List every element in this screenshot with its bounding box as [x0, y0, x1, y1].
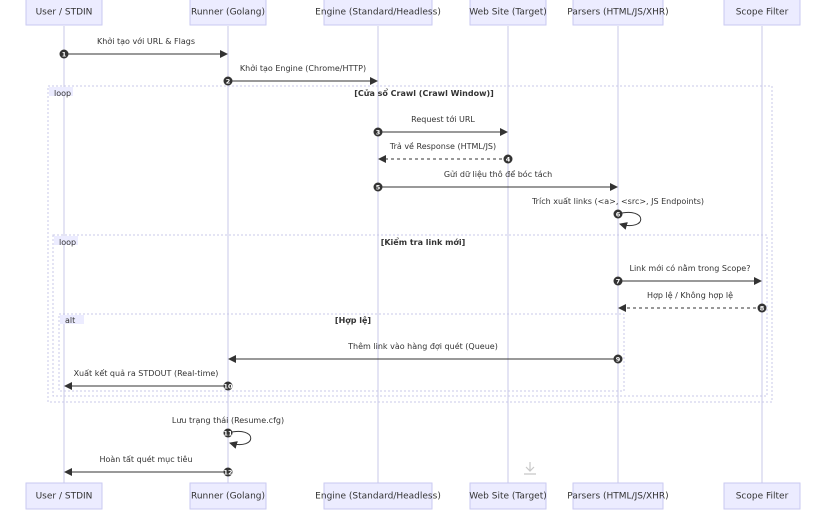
- actor-scope-top[interactable]: Scope Filter: [723, 0, 801, 26]
- actor-label: Web Site (Target): [469, 492, 547, 502]
- actor-label: User / STDIN: [36, 492, 93, 502]
- step-number: 3: [376, 128, 381, 136]
- step-number: 1: [62, 50, 67, 58]
- message-10: Xuất kết quả ra STDOUT (Real-time) 10: [64, 368, 233, 391]
- frame-loop-1: loop [Cửa sổ Crawl (Crawl Window)]: [47, 85, 773, 403]
- message-7: Link mới có nằm trong Scope? 7: [613, 263, 762, 286]
- step-number: 4: [506, 155, 511, 163]
- actor-engine-bottom[interactable]: Engine (Standard/Headless): [315, 482, 441, 510]
- step-number-badge: 3: [373, 127, 383, 137]
- step-number-badge: 4: [503, 154, 513, 164]
- message-label: Khởi tạo với URL & Flags: [97, 36, 195, 47]
- message-label: Khởi tạo Engine (Chrome/HTTP): [240, 63, 366, 74]
- frame-kind-label: alt: [65, 316, 75, 325]
- step-number: 2: [226, 77, 231, 85]
- actor-label: Parsers (HTML/JS/XHR): [567, 8, 668, 18]
- actor-label: Scope Filter: [736, 492, 789, 502]
- message-label: Thêm link vào hàng đợi quét (Queue): [347, 341, 498, 351]
- step-number: 12: [223, 468, 232, 476]
- message-arrow: [227, 431, 252, 449]
- message-label: Xuất kết quả ra STDOUT (Real-time): [74, 368, 219, 378]
- message-label: Trích xuất links (<a>, <src>, JS Endpoin…: [531, 196, 704, 206]
- frame-kind-label: loop: [59, 238, 76, 247]
- step-number: 10: [223, 382, 233, 390]
- actor-label: Engine (Standard/Headless): [315, 8, 441, 18]
- step-number: 5: [376, 183, 381, 191]
- actor-site-bottom[interactable]: Web Site (Target): [469, 482, 547, 510]
- message-label: Gửi dữ liệu thô để bóc tách: [444, 169, 552, 179]
- actor-parsers-bottom[interactable]: Parsers (HTML/JS/XHR): [567, 482, 669, 510]
- actor-label: Scope Filter: [736, 8, 789, 18]
- step-number: 7: [616, 277, 621, 285]
- step-number-badge: 1: [59, 49, 69, 59]
- download-icon[interactable]: [524, 462, 536, 475]
- actor-label: Parsers (HTML/JS/XHR): [567, 492, 668, 502]
- message-9: Thêm link vào hàng đợi quét (Queue) 9: [228, 341, 623, 364]
- step-number-badge: 5: [373, 182, 383, 192]
- message-label: Request tới URL: [411, 114, 475, 124]
- actor-label: Engine (Standard/Headless): [315, 492, 441, 502]
- step-number-badge: 10: [223, 381, 233, 391]
- message-11: Lưu trạng thái (Resume.cfg) 11: [172, 416, 284, 449]
- actor-runner-bottom[interactable]: Runner (Golang): [189, 482, 267, 510]
- frame-condition: [Kiểm tra link mới]: [381, 236, 466, 247]
- actor-label: User / STDIN: [36, 8, 93, 18]
- frame-kind-label: loop: [54, 89, 71, 98]
- message-label: Lưu trạng thái (Resume.cfg): [172, 416, 284, 426]
- step-number: 11: [223, 429, 233, 437]
- message-8: Hợp lệ / Không hợp lệ 8: [618, 290, 767, 313]
- step-number: 6: [616, 210, 621, 218]
- message-label: Link mới có nằm trong Scope?: [630, 263, 751, 273]
- step-number-badge: 8: [757, 303, 767, 313]
- message-4: Trả về Response (HTML/JS) 4: [378, 141, 513, 164]
- actor-label: Runner (Golang): [191, 492, 265, 502]
- step-number-badge: 9: [613, 354, 623, 364]
- message-6: Trích xuất links (<a>, <src>, JS Endpoin…: [531, 196, 704, 230]
- message-1: Khởi tạo với URL & Flags 1: [59, 36, 228, 59]
- frame-loop-2: loop [Kiểm tra link mới]: [52, 234, 768, 397]
- message-3: Request tới URL 3: [373, 114, 508, 137]
- actor-site-top[interactable]: Web Site (Target): [469, 0, 547, 26]
- step-number-badge: 12: [223, 467, 233, 477]
- step-number: 8: [760, 304, 765, 312]
- step-number-badge: 6: [613, 209, 623, 219]
- actor-user-bottom[interactable]: User / STDIN: [25, 482, 103, 510]
- actor-user-top[interactable]: User / STDIN: [25, 0, 103, 26]
- actor-parsers-top[interactable]: Parsers (HTML/JS/XHR): [567, 0, 669, 26]
- frame-alt-3: alt [Hợp lệ]: [58, 313, 625, 392]
- actor-runner-top[interactable]: Runner (Golang): [189, 0, 267, 26]
- step-number-badge: 2: [223, 76, 233, 86]
- message-label: Hợp lệ / Không hợp lệ: [647, 290, 733, 300]
- message-label: Trả về Response (HTML/JS): [389, 141, 496, 151]
- step-number: 9: [616, 355, 621, 363]
- frame-condition: [Hợp lệ]: [335, 316, 371, 325]
- message-12: Hoàn tất quét mục tiêu 12: [64, 454, 233, 477]
- actor-engine-top[interactable]: Engine (Standard/Headless): [315, 0, 441, 26]
- actor-scope-bottom[interactable]: Scope Filter: [723, 482, 801, 510]
- frame-condition: [Cửa sổ Crawl (Crawl Window)]: [354, 87, 494, 98]
- message-5: Gửi dữ liệu thô để bóc tách 5: [373, 169, 618, 192]
- message-2: Khởi tạo Engine (Chrome/HTTP) 2: [223, 63, 378, 86]
- message-arrow: [617, 212, 642, 230]
- message-label: Hoàn tất quét mục tiêu: [99, 454, 192, 465]
- actor-label: Runner (Golang): [191, 8, 265, 18]
- step-number-badge: 11: [223, 428, 233, 438]
- step-number-badge: 7: [613, 276, 623, 286]
- actor-label: Web Site (Target): [469, 8, 547, 18]
